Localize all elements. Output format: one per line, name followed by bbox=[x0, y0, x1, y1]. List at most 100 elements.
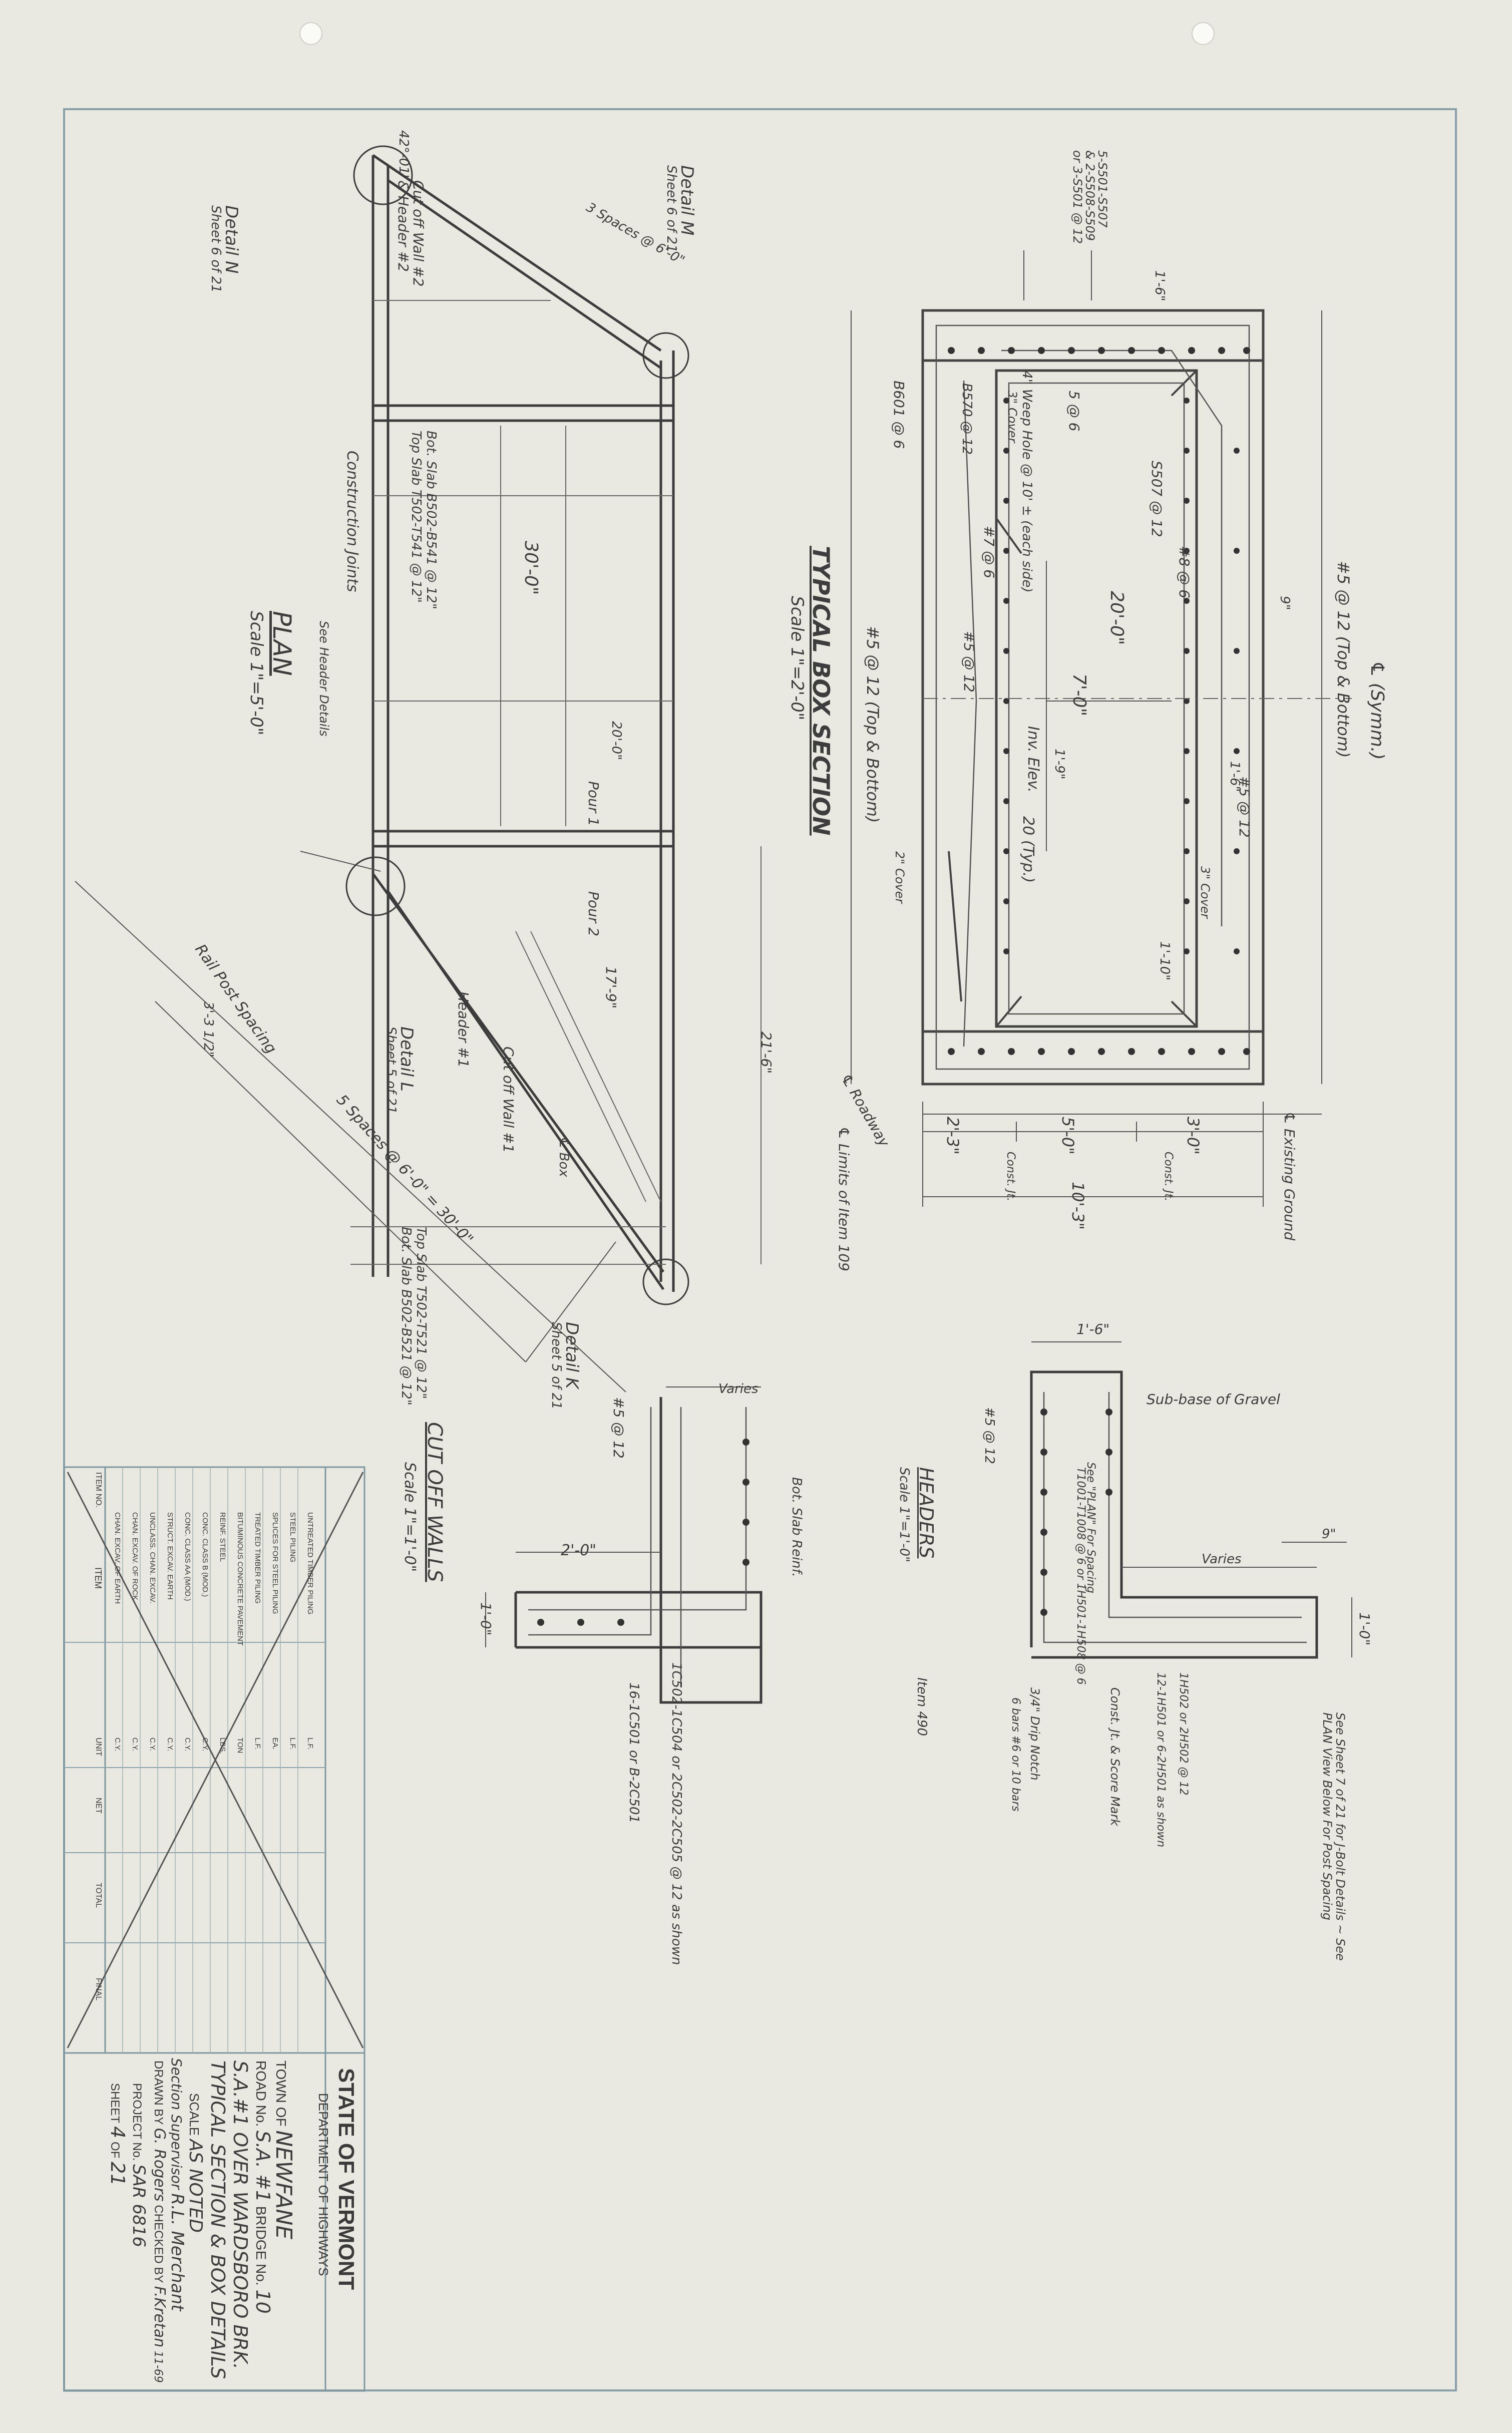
qty-row-item: SPLICES FOR STEEL PILING bbox=[271, 1512, 279, 1614]
project-value: SAR 6816 bbox=[129, 2164, 149, 2248]
supervisor-label: Section Supervisor bbox=[168, 2058, 185, 2190]
box-cover-2: 2" Cover bbox=[893, 851, 907, 904]
headers-one-zero: 1'-0" bbox=[1356, 1612, 1373, 1646]
cutoff-bot-slab: Bot. Slab Reinf. bbox=[789, 1477, 804, 1577]
town-label: TOWN OF bbox=[273, 2060, 289, 2127]
plan-box: ℄ Box bbox=[556, 1137, 571, 1177]
headers-bars: 6 bars #6 or 10 bars bbox=[1009, 1697, 1022, 1812]
qty-row-item: STRUCT. EXCAV. EARTH bbox=[166, 1512, 174, 1600]
cutoff-wall-dots bbox=[537, 1439, 749, 1626]
box-w-10-3: 10'-3" bbox=[1068, 1182, 1087, 1230]
plan-detail-k-sheet: Sheet 5 of 21 bbox=[549, 1322, 564, 1410]
punch-hole bbox=[1192, 22, 1215, 45]
plan-cutoff-wall-2: Cut off Wall #2 bbox=[410, 180, 427, 287]
box-cover-3b: 3" Cover bbox=[1198, 866, 1212, 919]
qty-row-item: REINF. STEEL bbox=[218, 1512, 227, 1562]
box-dimension-lines bbox=[851, 250, 1322, 1207]
qty-row-item: CHAN. EXCAV. OF EARTH bbox=[113, 1512, 122, 1604]
corner-note-3: or 3-S501 @ 12 bbox=[1070, 150, 1084, 244]
headers-const: Const. Jt. & Score Mark bbox=[1108, 1687, 1122, 1826]
sheet-total: 21 bbox=[107, 2162, 129, 2186]
plan-detail-n-sheet: Sheet 6 of 21 bbox=[208, 205, 223, 293]
plan-cutoff-wall-1: Cut off Wall #1 bbox=[500, 1047, 517, 1153]
corner-note-1: 5-S501-S507 bbox=[1095, 150, 1109, 228]
title-road-row: ROAD No. S.A. #1 BRIDGE No. 10 bbox=[252, 2060, 274, 2314]
plan-skew-dims bbox=[75, 851, 626, 1393]
plan-detail-n: Detail N bbox=[221, 205, 241, 274]
sheet-border bbox=[63, 108, 1457, 2391]
plan-title: PLAN bbox=[267, 611, 296, 676]
plan-dim-1: 20'-0" bbox=[609, 721, 624, 761]
qty-row-unit: L.F. bbox=[253, 1737, 262, 1750]
plan-top-slab-top: Top Slab T502-T541 @ 12" bbox=[409, 431, 424, 603]
plan-header-2: & Header #2 bbox=[395, 180, 412, 272]
box-one-six-b: 1'-6" bbox=[1227, 761, 1242, 792]
road-value: S.A. #1 bbox=[252, 2131, 274, 2203]
box-twenty-typ: 20 (Typ.) bbox=[1019, 816, 1037, 883]
headers-drip: 3/4" Drip Notch bbox=[1028, 1687, 1042, 1781]
qty-row-item: CHAN. EXCAV. OF ROCK bbox=[131, 1512, 139, 1600]
box-const-jt-a: Const. Jt. bbox=[1004, 1152, 1017, 1201]
box-twenty: 20'-0" bbox=[1106, 591, 1127, 645]
box-one-six: 1'-6" bbox=[1152, 270, 1167, 301]
headers-h: 1H502 or 2H502 @ 12 bbox=[1177, 1672, 1190, 1796]
scale-value: AS NOTED bbox=[185, 2139, 206, 2233]
headers-varies: Varies bbox=[1202, 1552, 1242, 1567]
headers-scale: Scale 1"=1'-0" bbox=[897, 1467, 912, 1563]
bridge-label: BRIDGE No. bbox=[253, 2206, 269, 2286]
qty-header-unit: UNIT bbox=[94, 1737, 103, 1757]
box-s507: S507 @ 12 bbox=[1149, 461, 1165, 537]
cutoff-ic2: 16-1C501 or B-2C501 bbox=[626, 1682, 641, 1823]
plan-outline bbox=[371, 154, 675, 1292]
box-w-5-0: 5'-0" bbox=[1058, 1117, 1077, 1155]
header-reinforcement bbox=[1043, 1392, 1307, 1643]
supervisor-value: R.L. Merchant bbox=[167, 2193, 187, 2311]
corner-note-2: & 2-S508-S509 bbox=[1083, 150, 1097, 241]
plan-dim-3: 21'-6" bbox=[758, 1031, 775, 1074]
qty-row-unit: C.Y. bbox=[148, 1737, 157, 1752]
title-scale-row: SCALE AS NOTED bbox=[185, 2093, 206, 2233]
sheet-of: OF bbox=[108, 2142, 122, 2159]
quantity-table-void-x bbox=[67, 1472, 364, 2048]
drawn-value: G. Rogers bbox=[151, 2128, 168, 2202]
box-w-3-0: 3'-0" bbox=[1184, 1117, 1203, 1155]
plan-detail-circles bbox=[345, 145, 689, 1305]
plan-bot-slab-top: Bot. Slab B502-B541 @ 12" bbox=[424, 431, 439, 609]
box-cover-3: 3" Cover bbox=[1005, 391, 1019, 443]
qty-header-total: TOTAL bbox=[94, 1883, 103, 1908]
headers-t: T1001-T1008 @ 6 or 1H501-1H508 @ 6 bbox=[1074, 1467, 1087, 1685]
box-section-scale: Scale 1"=2'-0" bbox=[787, 596, 807, 721]
box-b570: B570 @ 12 bbox=[959, 383, 974, 455]
title-crossing: S.A.#1 OVER WARDSBORO BRK. bbox=[229, 2060, 251, 2369]
box-dim-9: 9" bbox=[1277, 596, 1292, 610]
header-concrete bbox=[1030, 1370, 1318, 1659]
drawn-label: DRAWN BY bbox=[152, 2060, 165, 2125]
plan-pour-1: Pour 1 bbox=[585, 781, 602, 826]
plan-pour-2: Pour 2 bbox=[585, 891, 602, 936]
project-label: PROJECT No. bbox=[130, 2083, 144, 2161]
plan-construction-joints: Construction Joints bbox=[343, 451, 361, 592]
plan-detail-l: Detail L bbox=[397, 1026, 417, 1092]
plan-header-1: Header #1 bbox=[455, 991, 472, 1068]
plan-top-slab-bot: Top Slab T502-T521 @ 12" bbox=[414, 1227, 429, 1399]
quantity-table-columns bbox=[64, 1642, 325, 1943]
plan-bot-slab-bot: Bot. Slab B502-B521 @ 12" bbox=[399, 1227, 414, 1406]
checked-label: CHECKED BY bbox=[152, 2205, 165, 2283]
plan-detail-l-sheet: Sheet 5 of 21 bbox=[384, 1026, 399, 1114]
plan-inner-lines bbox=[350, 300, 762, 1265]
title-supervisor-row: Section Supervisor R.L. Merchant bbox=[167, 2058, 187, 2311]
qty-row-item: CONC. CLASS B (MOD.) bbox=[201, 1512, 209, 1597]
title-block-frame bbox=[63, 1466, 365, 2392]
plan-limits: ℄ Limits of Item 109 bbox=[836, 1127, 852, 1271]
headers-h2: 12-1H501 or 6-2H501 as shown bbox=[1155, 1672, 1167, 1848]
title-department: DEPARTMENT OF HIGHWAYS bbox=[316, 2093, 331, 2276]
cutoff-wall-dims bbox=[485, 1386, 761, 1647]
plan-detail-k: Detail K bbox=[562, 1322, 582, 1389]
qty-row-item: STEEL PILING bbox=[288, 1512, 297, 1563]
plan-skew: 42°-01' bbox=[396, 130, 411, 178]
headers-one-six: 1'-6" bbox=[1076, 1321, 1110, 1337]
box-rebar-dots bbox=[948, 347, 1250, 1055]
qty-row-item: UNTREATED TIMBER PILING bbox=[306, 1512, 314, 1615]
title-town-row: TOWN OF NEWFANE bbox=[271, 2060, 296, 2239]
title-sheet-row: SHEET 4 OF 21 bbox=[107, 2083, 129, 2186]
